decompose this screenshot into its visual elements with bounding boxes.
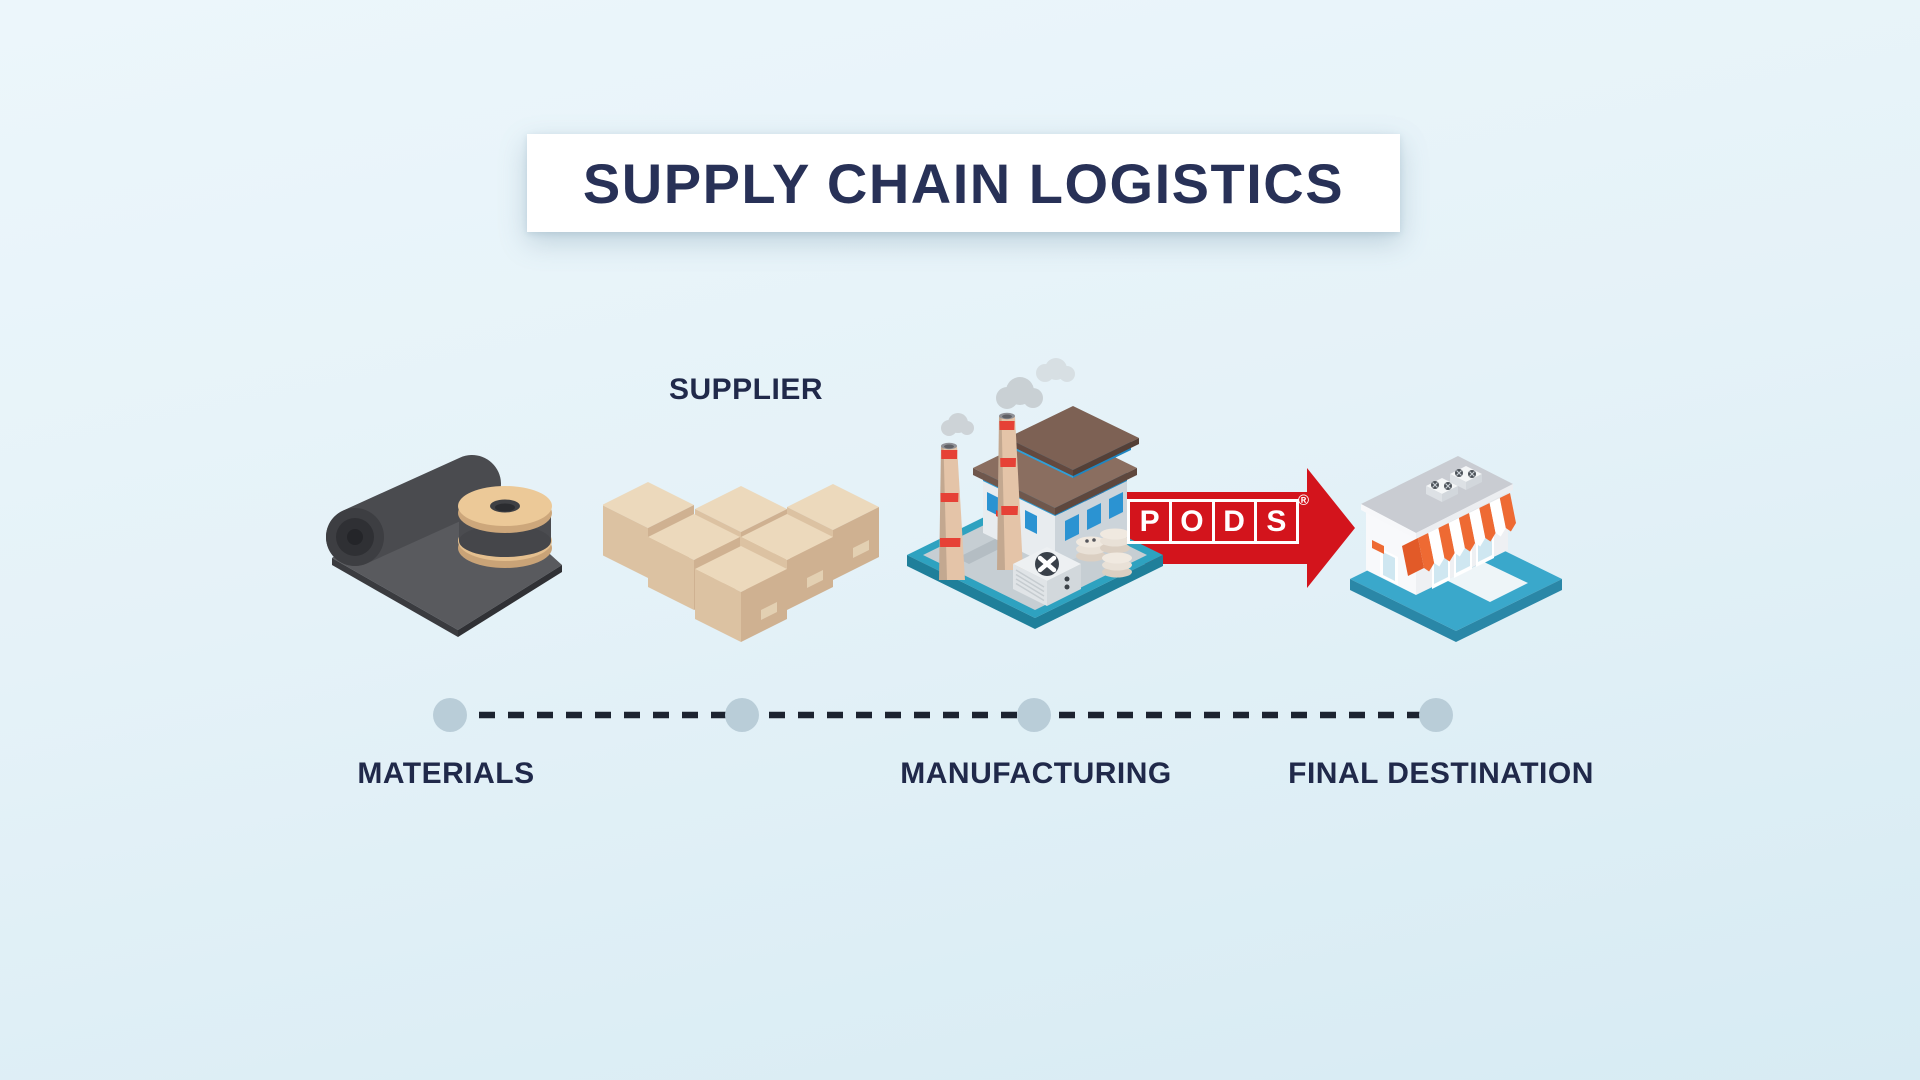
- pods-letter: O: [1169, 502, 1211, 541]
- final-destination-label: FINAL DESTINATION: [1288, 757, 1594, 790]
- barrels: [1076, 528, 1132, 578]
- pods-letter: S: [1253, 502, 1296, 541]
- registered-mark: ®: [1297, 492, 1309, 509]
- pods-logo: P O D S ®: [1127, 492, 1309, 544]
- smoke-clouds: [941, 358, 1075, 436]
- timeline-dot-manufacturing: [1017, 698, 1051, 732]
- retail-store-icon: [1350, 456, 1562, 642]
- factory-icon: [907, 358, 1163, 629]
- store-awning: [1402, 493, 1516, 576]
- cardboard-boxes-icon: [603, 482, 879, 642]
- manufacturing-label: MANUFACTURING: [900, 757, 1172, 790]
- roof-hvac-units: [1426, 466, 1482, 502]
- materials-label: MATERIALS: [357, 757, 535, 790]
- timeline: [433, 698, 1453, 732]
- page-title: SUPPLY CHAIN LOGISTICS: [582, 151, 1345, 215]
- timeline-dot-materials: [433, 698, 467, 732]
- timeline-dot-final-destination: [1419, 698, 1453, 732]
- supplier-label: SUPPLIER: [668, 373, 824, 406]
- title-banner: SUPPLY CHAIN LOGISTICS: [527, 134, 1400, 232]
- pods-letter: P: [1139, 504, 1160, 538]
- fabric-roll-and-spool-icon: [326, 455, 562, 637]
- timeline-dot-supplier: [725, 698, 759, 732]
- pods-letter: D: [1211, 502, 1254, 541]
